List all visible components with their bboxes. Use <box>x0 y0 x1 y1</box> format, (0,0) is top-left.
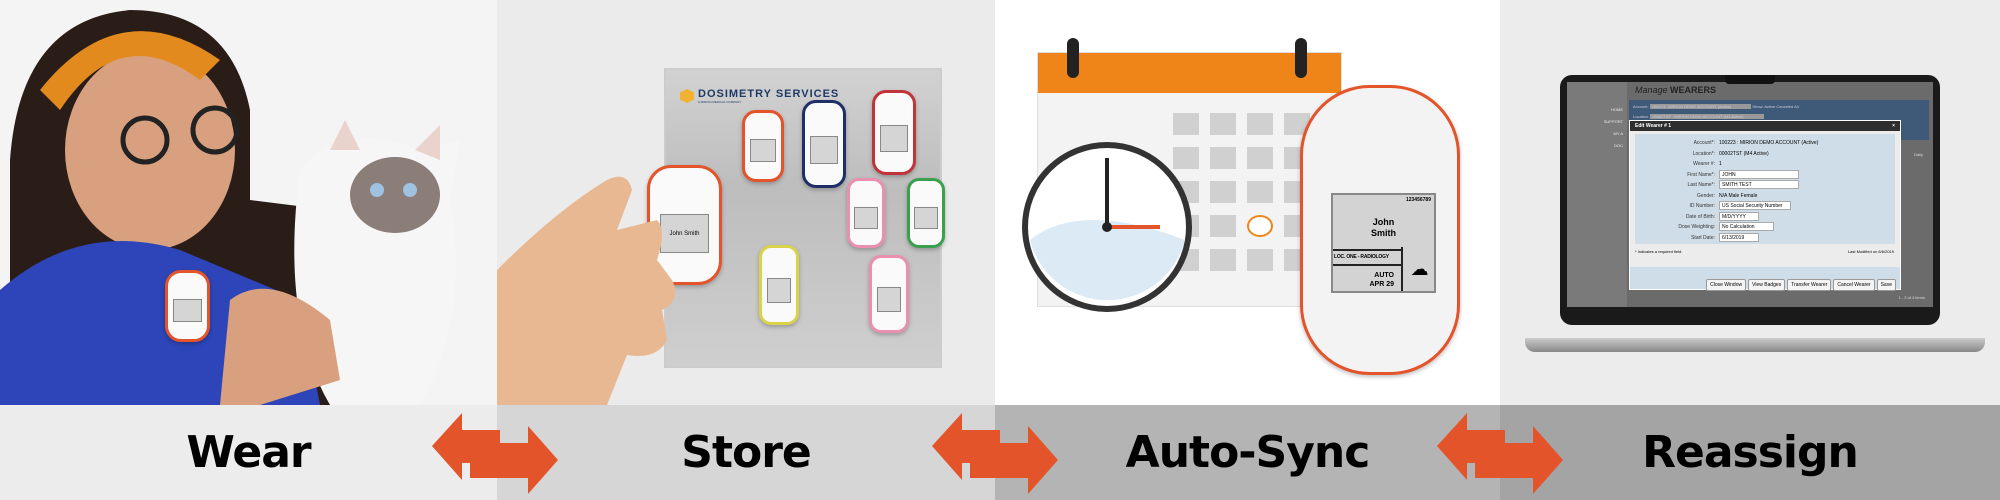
stored-badge <box>802 100 846 188</box>
field-value: 00002TST (M4 Active) <box>1719 150 1769 157</box>
show-label: Show: <box>1752 104 1764 109</box>
wear-panel <box>0 0 497 405</box>
dosimetry-logo: DOSIMETRY SERVICES A MIRION MEDICAL COMP… <box>680 88 839 104</box>
laptop: Manage WEARERS HOME SUPPORT MY A DOC Acc… <box>1560 75 1940 325</box>
title-wearers: WEARERS <box>1670 85 1717 95</box>
step-auto-sync: Auto-Sync <box>995 405 1500 500</box>
step-label: Store <box>681 427 811 478</box>
step-label: Reassign <box>1642 427 1859 478</box>
transfer-wearer-button[interactable]: Transfer Wearer <box>1787 279 1832 291</box>
field-label: ID Number: <box>1689 203 1715 209</box>
close-icon[interactable]: × <box>1892 123 1895 129</box>
badge-last-name: Smith <box>1370 228 1396 238</box>
view-badges-button[interactable]: View Badges <box>1748 279 1786 291</box>
field-input[interactable]: SMITH TEST <box>1719 180 1799 189</box>
badge-mode: AUTO <box>1374 272 1394 279</box>
field-input[interactable]: US Social Security Number <box>1719 201 1791 210</box>
field-label: Date of Birth: <box>1685 213 1715 220</box>
logo-hex-icon <box>680 89 694 103</box>
show-canceled[interactable]: Canceled <box>1776 104 1794 109</box>
stored-badge <box>869 255 909 333</box>
last-modified: Last Modified on 6/6/2019 <box>1847 249 1894 254</box>
hand-illustration <box>497 176 676 405</box>
wearer-form: Account*: 100223 : MIRION DEMO ACCOUNT (A… <box>1635 134 1895 244</box>
clock-icon <box>1022 142 1192 312</box>
stored-badge <box>872 90 916 175</box>
field-value: 100223 : MIRION DEMO ACCOUNT (Active) <box>1719 140 1819 146</box>
badge-location: LOC. ONE - RADIOLOGY <box>1333 249 1401 266</box>
brand-name: DOSIMETRY SERVICES <box>698 88 840 100</box>
show-all[interactable]: All <box>1794 104 1799 109</box>
edit-wearer-dialog: Edit Wearer # 1 × Account*: 100223 : MIRI… <box>1629 120 1901 291</box>
field-input[interactable]: JOHN <box>1719 169 1799 179</box>
location-label: Location: <box>1633 114 1650 119</box>
stored-badge <box>759 245 799 325</box>
location-select[interactable]: 00002TST : MIRION DEMO ACCOUNT (M4 Activ… <box>1650 114 1764 119</box>
field-label: Account*: <box>1693 140 1715 146</box>
stored-badge <box>742 110 784 182</box>
wearer-with-cat-illustration <box>0 0 497 405</box>
badge-date: APR 29 <box>1369 281 1394 288</box>
field-input[interactable]: No Calculation <box>1719 222 1774 231</box>
badge-serial: 123456789 <box>1405 197 1431 203</box>
dialog-title: Edit Wearer # 1 <box>1635 123 1672 129</box>
store-panel: DOSIMETRY SERVICES A MIRION MEDICAL COMP… <box>497 0 995 405</box>
field-input[interactable]: M/D/YYYY <box>1719 211 1759 221</box>
title-manage: Manage <box>1635 85 1668 95</box>
nav-my-account[interactable]: MY A <box>1613 131 1624 136</box>
badge-screen: 123456789 John Smith LOC. ONE - RADIOLOG… <box>1331 193 1436 293</box>
swap-arrows-icon <box>932 413 1058 494</box>
field-label: Last Name*: <box>1687 182 1715 188</box>
pager-info: 1 - 3 of 3 items <box>1898 295 1925 300</box>
close-window-button[interactable]: Close Window <box>1706 279 1747 291</box>
step-wear: Wear <box>0 405 497 500</box>
field-label: First Name*: <box>1687 171 1715 178</box>
badge-name: John Smith <box>659 213 710 254</box>
account-label: Account: <box>1633 104 1649 109</box>
stored-badge <box>847 178 885 248</box>
save-button[interactable]: Save <box>1876 279 1896 291</box>
field-input[interactable]: 6/13/2019 <box>1719 232 1759 242</box>
account-select[interactable]: 100223 : MIRION DEMO ACCOUNT (Active) <box>1649 104 1752 109</box>
step-reassign: Reassign <box>1500 405 2000 500</box>
field-label: Gender: <box>1696 192 1715 199</box>
stored-badge <box>907 178 945 248</box>
field-value: N/A Male Female <box>1719 192 1758 199</box>
required-note: * Indicates a required field. <box>1635 249 1683 254</box>
field-label: Dose Weighting: <box>1678 224 1715 230</box>
field-label: Start Date: <box>1691 234 1715 241</box>
field-value: 1 <box>1719 161 1722 167</box>
field-label: Wearer #: <box>1693 161 1715 167</box>
nav-documents[interactable]: DOC <box>1614 143 1623 148</box>
daily-button[interactable]: Daily <box>1914 152 1923 157</box>
show-active[interactable]: Active <box>1764 104 1776 109</box>
swap-arrows-icon <box>1437 413 1563 494</box>
nav-support[interactable]: SUPPORT <box>1603 119 1623 124</box>
nav-home[interactable]: HOME <box>1611 107 1623 112</box>
sync-badge: 123456789 John Smith LOC. ONE - RADIOLOG… <box>1300 85 1460 375</box>
step-store: Store <box>497 405 995 500</box>
laptop-screen: Manage WEARERS HOME SUPPORT MY A DOC Acc… <box>1567 82 1933 307</box>
reassign-panel: Manage WEARERS HOME SUPPORT MY A DOC Acc… <box>1500 0 2000 405</box>
swap-arrows-icon <box>432 413 558 494</box>
auto-sync-panel: 123456789 John Smith LOC. ONE - RADIOLOG… <box>995 0 1500 405</box>
cloud-upload-icon: ☁ <box>1401 247 1436 291</box>
badge-first-name: John <box>1372 217 1395 227</box>
step-label: Wear <box>186 427 311 478</box>
laptop-base <box>1525 338 1985 352</box>
step-label: Auto-Sync <box>1125 427 1371 478</box>
brand-subtitle: A MIRION MEDICAL COMPANY <box>698 100 742 104</box>
cancel-wearer-button[interactable]: Cancel Wearer <box>1833 279 1875 291</box>
dosimeter-badge <box>165 270 210 342</box>
field-label: Location*: <box>1692 150 1715 157</box>
